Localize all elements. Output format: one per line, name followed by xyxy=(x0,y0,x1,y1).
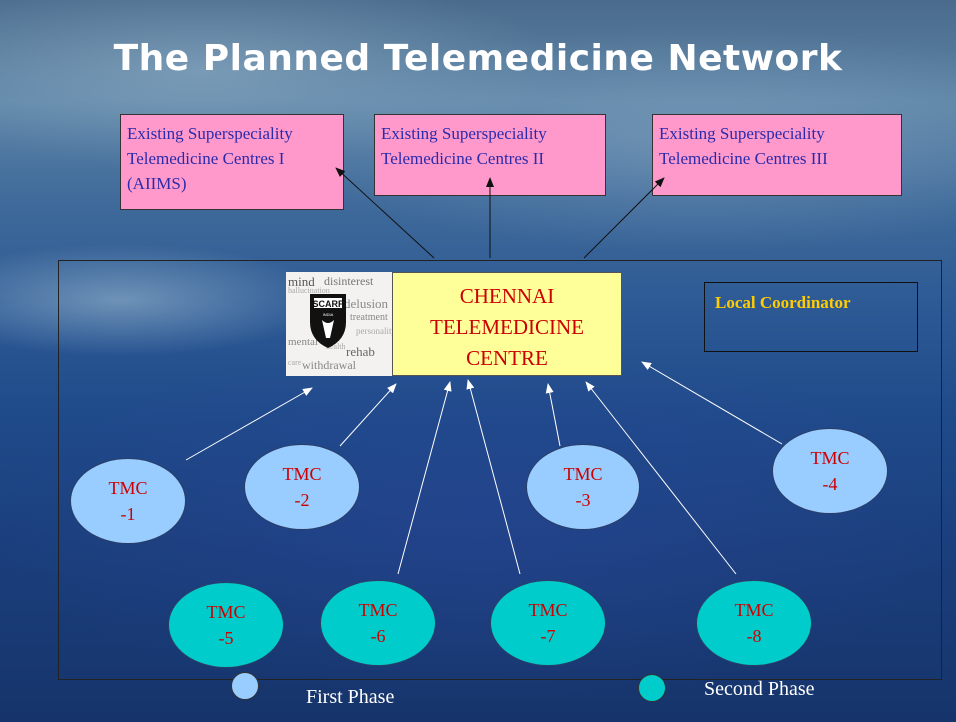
center-line: CENTRE xyxy=(466,346,548,370)
arrow-centre-to-super-1 xyxy=(335,167,435,259)
logo-word: treatment xyxy=(350,312,388,323)
logo-word: health xyxy=(326,342,346,351)
box-line: (AIIMS) xyxy=(127,174,187,193)
superspeciality-centre-1-box: Existing Superspeciality Telemedicine Ce… xyxy=(120,114,344,210)
scarf-shield-icon: SCARF INDIA xyxy=(310,294,346,348)
logo-word: withdrawal xyxy=(302,358,356,372)
tmc-number: -2 xyxy=(294,490,310,510)
tmc-label: TMC xyxy=(206,602,246,622)
arrow-tmc8-to-centre xyxy=(585,381,737,575)
arrow-centre-to-super-3 xyxy=(583,177,665,259)
tmc-5-node: TMC -5 xyxy=(168,582,284,668)
chennai-telemedicine-centre-box: CHENNAI TELEMEDICINE CENTRE xyxy=(392,272,622,376)
tmc-label: TMC xyxy=(810,448,850,468)
second-phase-legend-label: Second Phase xyxy=(704,678,815,700)
logo-name: SCARF xyxy=(313,299,345,309)
tmc-label: TMC xyxy=(282,464,322,484)
first-phase-legend-dot xyxy=(231,672,259,700)
tmc-label: TMC xyxy=(108,478,148,498)
tmc-number: -8 xyxy=(746,626,762,646)
logo-word: disinterest xyxy=(324,274,374,288)
tmc-4-node: TMC -4 xyxy=(772,428,888,514)
local-coordinator-box: Local Coordinator xyxy=(704,282,918,352)
tmc-number: -7 xyxy=(540,626,556,646)
logo-word: care xyxy=(288,358,302,367)
tmc-8-node: TMC -8 xyxy=(696,580,812,666)
box-line: Existing Superspeciality xyxy=(127,124,293,143)
tmc-3-node: TMC -3 xyxy=(526,444,640,530)
box-line: Existing Superspeciality xyxy=(381,124,547,143)
center-line: TELEMEDICINE xyxy=(430,315,584,339)
scarf-logo: mind disinterest hallucination delusion … xyxy=(286,272,392,376)
box-line: Existing Superspeciality xyxy=(659,124,825,143)
logo-word: mind xyxy=(288,274,315,289)
first-phase-legend-label: First Phase xyxy=(306,686,395,708)
tmc-label: TMC xyxy=(563,464,603,484)
arrow-tmc6-to-centre xyxy=(397,381,452,575)
logo-word: mental xyxy=(288,336,318,348)
superspeciality-centre-3-box: Existing Superspeciality Telemedicine Ce… xyxy=(652,114,902,196)
logo-word: delusion xyxy=(344,296,389,311)
arrow-tmc2-to-centre xyxy=(339,383,397,447)
tmc-label: TMC xyxy=(358,600,398,620)
tmc-number: -1 xyxy=(120,504,136,524)
tmc-number: -5 xyxy=(218,628,234,648)
box-line: Telemedicine Centres II xyxy=(381,149,545,168)
network-frame xyxy=(58,260,942,680)
superspeciality-centre-2-box: Existing Superspeciality Telemedicine Ce… xyxy=(374,114,606,196)
arrow-tmc7-to-centre xyxy=(466,379,521,575)
slide-title: The Planned Telemedicine Network xyxy=(113,38,843,79)
tmc-number: -6 xyxy=(370,626,386,646)
tmc-1-node: TMC -1 xyxy=(70,458,186,544)
tmc-number: -3 xyxy=(575,490,591,510)
tmc-6-node: TMC -6 xyxy=(320,580,436,666)
tmc-2-node: TMC -2 xyxy=(244,444,360,530)
tmc-label: TMC xyxy=(734,600,774,620)
logo-word: rehab xyxy=(346,344,375,359)
logo-word: hallucination xyxy=(288,286,330,295)
logo-word: personality xyxy=(356,326,392,336)
second-phase-legend-dot xyxy=(638,674,666,702)
logo-subtitle: INDIA xyxy=(323,312,334,317)
arrow-tmc3-to-centre xyxy=(545,383,561,447)
tmc-7-node: TMC -7 xyxy=(490,580,606,666)
center-line: CHENNAI xyxy=(459,284,555,308)
tmc-label: TMC xyxy=(528,600,568,620)
arrow-tmc4-to-centre xyxy=(641,361,783,445)
box-line: Telemedicine Centres III xyxy=(659,149,828,168)
tmc-number: -4 xyxy=(822,474,838,494)
arrow-tmc1-to-centre xyxy=(185,387,313,461)
local-coordinator-label: Local Coordinator xyxy=(715,293,851,312)
box-line: Telemedicine Centres I xyxy=(127,149,285,168)
